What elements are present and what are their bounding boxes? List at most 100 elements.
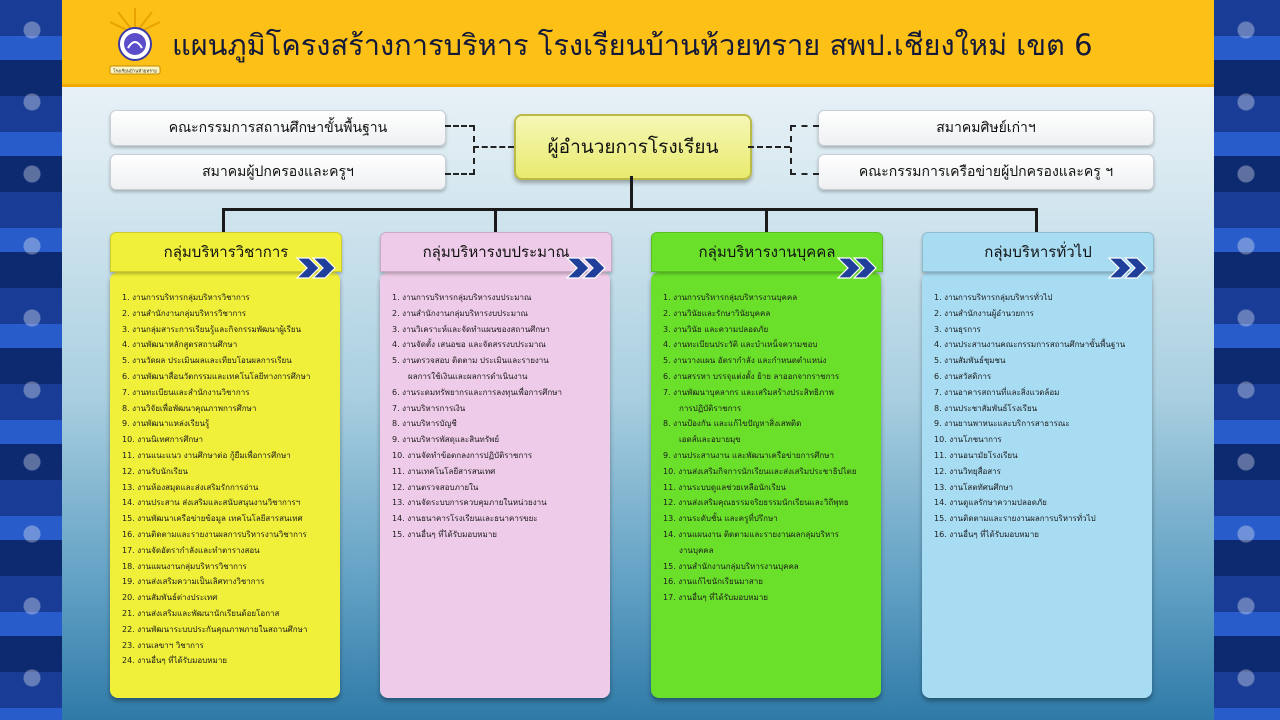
list-item: 1. งานการบริหารกลุ่มบริหารทั่วไป (934, 293, 1053, 302)
list-item: 14. งานธนาคารโรงเรียนและธนาคารขยะ (392, 514, 538, 524)
right-decorative-border (1214, 0, 1280, 720)
list-item: 4. งานประสานงานคณะกรรมการสถานศึกษาขั้นพื… (934, 340, 1126, 350)
list-item: 21. งานส่งเสริมและพัฒนานักเรียนด้อยโอกาส (122, 608, 280, 618)
list-item: 12. งานตรวจสอบภายใน (392, 482, 479, 492)
list-item: 11. งานอนามัยโรงเรียน (934, 450, 1018, 460)
list-item: 6. งานระดมทรัพยากรและการลงทุนเพื่อการศึก… (392, 387, 562, 397)
list-item: 7. งานพัฒนาบุคลากร และเสริมสร้างประสิทธิ… (663, 387, 834, 397)
group-academic-list: 1. งานการบริหารกลุ่มบริหารวิชาการ 2. งานส… (110, 272, 340, 698)
list-item: 24. งานอื่นๆ ที่ได้รับมอบหมาย (122, 656, 227, 666)
double-chevron-icon (836, 257, 877, 279)
box-parent-teacher-association: สมาคมผู้ปกครองและครูฯ (110, 154, 446, 190)
double-chevron-icon (295, 257, 336, 279)
list-item: 8. งานป้องกัน และแก้ไขปัญหาสิ่งเสพติด (663, 419, 802, 429)
list-item: 10. งานโภชนาการ (934, 435, 1002, 445)
list-item: 13. งานจัดระบบการควบคุมภายในหน่วยงาน (392, 498, 547, 508)
left-dashed-link (473, 146, 514, 148)
box-alumni-association: สมาคมศิษย์เก่าฯ (818, 110, 1154, 146)
group-general-header: กลุ่มบริหารทั่วไป (922, 232, 1154, 272)
branch-line (222, 208, 1037, 211)
list-item: 11. งานเทคโนโลยีสารสนเทศ (392, 466, 496, 476)
list-item: 5. งานวางแผน อัตรากำลัง และกำหนดตำแหน่ง (663, 356, 827, 366)
list-item: 4. งานจัดตั้ง เสนอขอ และจัดสรรงบประมาณ (392, 340, 546, 350)
group-budget-list: 1. งานการบริหารกลุ่มบริหารงบประมาณ 2. งาน… (380, 272, 610, 698)
list-item: 17. งานจัดอัตรากำลังและทำตารางสอน (122, 545, 260, 555)
list-item: 6. งานพัฒนาสื่อนวัตกรรมและเทคโนโลยีทางกา… (122, 371, 311, 381)
list-item: 11. งานแนะแนว งานศึกษาต่อ กู้ยืมเพื่อการ… (122, 450, 291, 460)
director-box: ผู้อำนวยการโรงเรียน (514, 114, 752, 180)
branch-drop-3 (765, 208, 768, 234)
list-item: 22. งานพัฒนาระบบประกันคุณภาพภายในสถานศึก… (122, 624, 308, 634)
list-item: 1. งานการบริหารกลุ่มบริหารงบประมาณ (392, 293, 532, 302)
group-personnel-header: กลุ่มบริหารงานบุคคล (651, 232, 883, 272)
list-item: 13. งานห้องสมุดและส่งเสริมรักการอ่าน (122, 482, 259, 492)
list-item: 14. งานแผนงาน ติดตามและรายงานผลกลุ่มบริห… (663, 529, 839, 539)
list-item: 13. งานโสตทัศนศึกษา (934, 482, 1014, 492)
list-item: 18. งานแผนงานกลุ่มบริหารวิชาการ (122, 561, 247, 571)
list-item: 8. งานวิจัยเพื่อพัฒนาคุณภาพการศึกษา (122, 403, 257, 413)
logo-caption: โรงเรียนบ้านห้วยทราย (113, 68, 157, 75)
list-item: 2. งานสำนักงานกลุ่มบริหารวิชาการ (122, 308, 247, 318)
list-item: 9. งานยานพาหนะและบริการสาธารณะ (934, 419, 1070, 429)
list-item: 5. งานวัดผล ประเมินผลและเทียบโอนผลการเรี… (122, 356, 292, 366)
double-chevron-icon (565, 257, 606, 279)
list-item: 23. งานเลขาฯ วิชาการ (122, 640, 204, 650)
list-item: การปฏิบัติราชการ (679, 403, 742, 413)
list-item: 17. งานอื่นๆ ที่ได้รับมอบหมาย (663, 593, 768, 603)
trunk-line (630, 176, 633, 210)
list-item: 2. งานวินัยและรักษาวินัยบุคคล (663, 308, 771, 318)
list-item: 9. งานบริหารพัสดุและสินทรัพย์ (392, 435, 500, 445)
school-logo-icon: โรงเรียนบ้านห้วยทราย (109, 8, 161, 75)
left-decorative-border (0, 0, 64, 720)
list-item: 3. งานธุรการ (934, 324, 981, 334)
list-item: 16. งานแก้ไขนักเรียนมาสาย (663, 577, 763, 587)
list-item: 1. งานการบริหารกลุ่มบริหารวิชาการ (122, 293, 250, 302)
branch-drop-2 (494, 208, 497, 234)
double-chevron-icon (1107, 257, 1148, 279)
list-item: 5. งานตรวจสอบ ติดตาม ประเมินและรายงาน (392, 356, 549, 366)
list-item: 14. งานประสาน ส่งเสริมและสนับสนุนงานวิชา… (122, 498, 301, 508)
list-item: 3. งานวิเคราะห์และจัดทำแผนของสถานศึกษา (392, 324, 550, 334)
list-item: 9. งานพัฒนาแหล่งเรียนรู้ (122, 419, 210, 429)
group-budget-header: กลุ่มบริหารงบประมาณ (380, 232, 612, 272)
list-item: 16. งานอื่นๆ ที่ได้รับมอบหมาย (934, 529, 1039, 539)
box-basic-education-committee: คณะกรรมการสถานศึกษาขั้นพื้นฐาน (110, 110, 446, 146)
list-item: 4. งานทะเบียนประวัติ และบำเหน็จความชอบ (663, 340, 818, 350)
list-item: 3. งานกลุ่มสาระการเรียนรู้และกิจกรรมพัฒน… (122, 324, 302, 334)
list-item: 10. งานจัดทำข้อตกลงการปฏิบัติราชการ (392, 450, 533, 460)
list-item: ผลการใช้เงินและผลการดำเนินงาน (408, 371, 528, 381)
list-item: 12. งานวิทยุสื่อสาร (934, 466, 1001, 476)
list-item: 15. งานพัฒนาเครือข่ายข้อมูล เทคโนโลยีสาร… (122, 514, 303, 524)
list-item: 7. งานบริหารการเงิน (392, 403, 466, 413)
list-item: 12. งานส่งเสริมคุณธรรมจริยธรรมนักเรียนแล… (663, 498, 849, 508)
list-item: 11. งานระบบดูแลช่วยเหลือนักเรียน (663, 482, 786, 492)
header-bar: โรงเรียนบ้านห้วยทราย แผนภูมิโครงสร้างการ… (62, 0, 1214, 87)
branch-drop-1 (222, 208, 225, 234)
list-item: งานบุคคล (679, 545, 714, 555)
right-dashed-link (748, 146, 790, 148)
list-item: 8. งานบริหารบัญชี (392, 419, 457, 429)
page-title: แผนภูมิโครงสร้างการบริหาร โรงเรียนบ้านห้… (172, 28, 1093, 62)
list-item: 20. งานสัมพันธ์ต่างประเทศ (122, 593, 218, 603)
list-item: 19. งานส่งเสริมความเป็นเลิศทางวิชาการ (122, 577, 265, 587)
list-item: 10. งานนิเทศการศึกษา (122, 435, 204, 445)
list-item: 12. งานรับนักเรียน (122, 466, 189, 476)
list-item: 8. งานประชาสัมพันธ์โรงเรียน (934, 403, 1038, 413)
list-item: 7. งานทะเบียนและสำนักงานวิชาการ (122, 387, 250, 397)
list-item: 13. งานระดับชั้น และครูที่ปรึกษา (663, 514, 778, 524)
list-item: 16. งานติดตามและรายงานผลการบริหารงานวิชา… (122, 529, 307, 539)
list-item: 9. งานประสานงาน และพัฒนาเครือข่ายการศึกษ… (663, 450, 834, 460)
left-dashed-connector (445, 125, 475, 175)
list-item: เอดส์และอบายมุข (679, 435, 741, 445)
list-item: 5. งานสัมพันธ์ชุมชน (934, 356, 1006, 366)
org-chart-slide: โรงเรียนบ้านห้วยทราย แผนภูมิโครงสร้างการ… (62, 0, 1214, 720)
list-item: 3. งานวินัย และความปลอดภัย (663, 324, 769, 334)
list-item: 10. งานส่งเสริมกิจการนักเรียนและส่งเสริม… (663, 466, 857, 476)
list-item: 14. งานดูแลรักษาความปลอดภัย (934, 498, 1047, 508)
list-item: 4. งานพัฒนาหลักสูตรสถานศึกษา (122, 340, 238, 350)
list-item: 6. งานสรรหา บรรจุแต่งตั้ง ย้าย ลาออกจากร… (663, 371, 840, 381)
branch-drop-4 (1035, 208, 1038, 234)
list-item: 2. งานสำนักงานกลุ่มบริหารงบประมาณ (392, 308, 528, 318)
